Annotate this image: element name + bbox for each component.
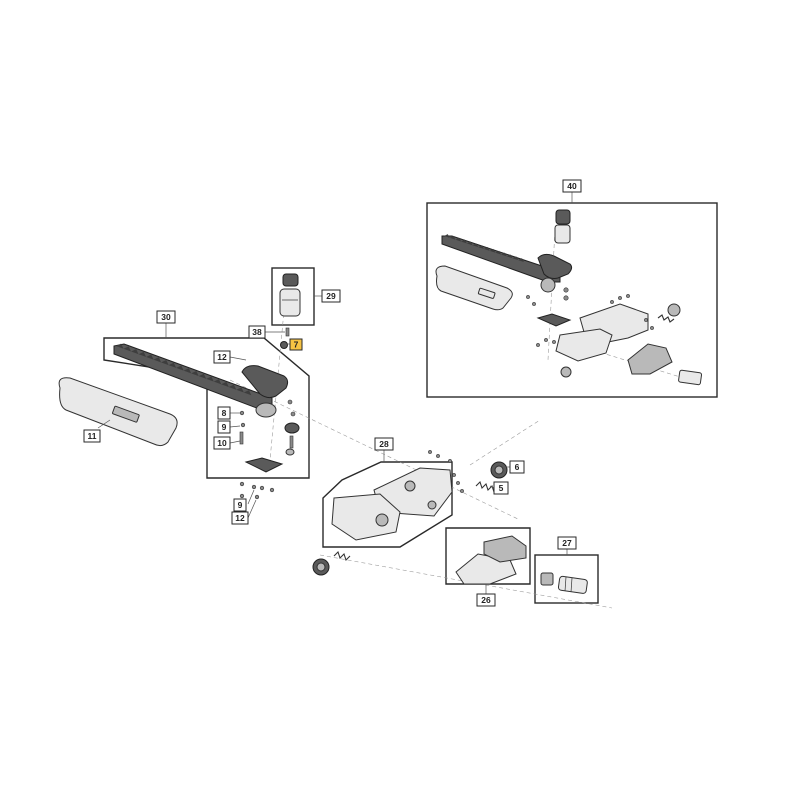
blade-base-plate (244, 457, 284, 473)
base-plate-overview (536, 313, 572, 327)
callout-11[interactable]: 11 (83, 429, 101, 443)
housing-screws (428, 450, 464, 493)
gearbox-housing (241, 365, 289, 399)
blade-eccentric (255, 402, 277, 418)
callout-6-label: 6 (515, 462, 520, 472)
assembly-26-handle[interactable] (455, 535, 527, 585)
callout-5-label: 5 (499, 483, 504, 493)
drive-gear (284, 422, 300, 434)
motor-body (279, 288, 301, 317)
callout-7-label: 7 (294, 340, 299, 350)
knob-overview (667, 303, 681, 317)
motor-top-cap (282, 273, 299, 287)
callout-26-label: 26 (481, 595, 491, 605)
callout-12-upper-label: 12 (217, 352, 227, 362)
callout-38[interactable]: 38 (248, 325, 266, 339)
callout-7[interactable]: 7 (289, 338, 303, 351)
callout-29-label: 29 (326, 291, 336, 301)
callout-12-upper[interactable]: 12 (213, 350, 231, 364)
blade-bar-overview (441, 234, 561, 283)
frame-assembly-26 (445, 527, 531, 585)
assembly-40-overview[interactable] (435, 209, 703, 386)
callout-30-label: 30 (161, 312, 171, 322)
assembly-29-motor[interactable] (279, 273, 301, 317)
callout-12-lower[interactable]: 12 (231, 511, 249, 525)
blade-cover-11[interactable] (58, 377, 178, 447)
assembly-30-blade[interactable] (113, 342, 300, 473)
assembly-27-coupling[interactable] (540, 572, 588, 594)
callout-27-label: 27 (562, 538, 572, 548)
callout-29[interactable]: 29 (321, 289, 341, 303)
callout-6[interactable]: 6 (509, 460, 525, 474)
frame-assembly-30 (103, 337, 310, 479)
callout-26[interactable]: 26 (476, 593, 496, 607)
callout-11-label: 11 (88, 431, 97, 441)
callout-5[interactable]: 5 (493, 481, 509, 495)
callout-12-lower-label: 12 (235, 513, 245, 523)
callout-8[interactable]: 8 (217, 406, 231, 420)
callout-40[interactable]: 40 (562, 179, 582, 193)
spring-lower (333, 550, 351, 562)
frame-assembly-27 (534, 554, 599, 604)
pin-38 (285, 327, 290, 337)
callout-40-label: 40 (567, 181, 577, 191)
callout-9-lower-label: 9 (238, 500, 243, 510)
callout-9-upper[interactable]: 9 (217, 420, 231, 434)
callout-9-lower[interactable]: 9 (233, 498, 247, 512)
motor-cap-overview (555, 209, 571, 225)
assembly-28-housing[interactable] (331, 467, 453, 541)
callout-30[interactable]: 30 (156, 310, 176, 324)
callout-27[interactable]: 27 (557, 536, 577, 550)
callout-10-label: 10 (217, 438, 227, 448)
housing-half-left (331, 493, 401, 541)
nut-7 (280, 341, 288, 349)
callout-28-label: 28 (379, 439, 389, 449)
blade-guard-overview (435, 265, 513, 311)
callout-8-label: 8 (222, 408, 227, 418)
callout-28[interactable]: 28 (374, 437, 394, 451)
callout-10[interactable]: 10 (213, 436, 231, 450)
handle-adapter-overview (627, 343, 673, 375)
coupling-overview (678, 369, 703, 386)
lower-screws (239, 481, 275, 500)
frame-assembly-29 (271, 267, 315, 326)
callout-9-upper-label: 9 (222, 422, 227, 432)
housing-half-left-overview (555, 328, 613, 362)
leader-lines (97, 192, 573, 594)
spring-5 (475, 480, 495, 493)
callout-38-label: 38 (252, 327, 262, 337)
